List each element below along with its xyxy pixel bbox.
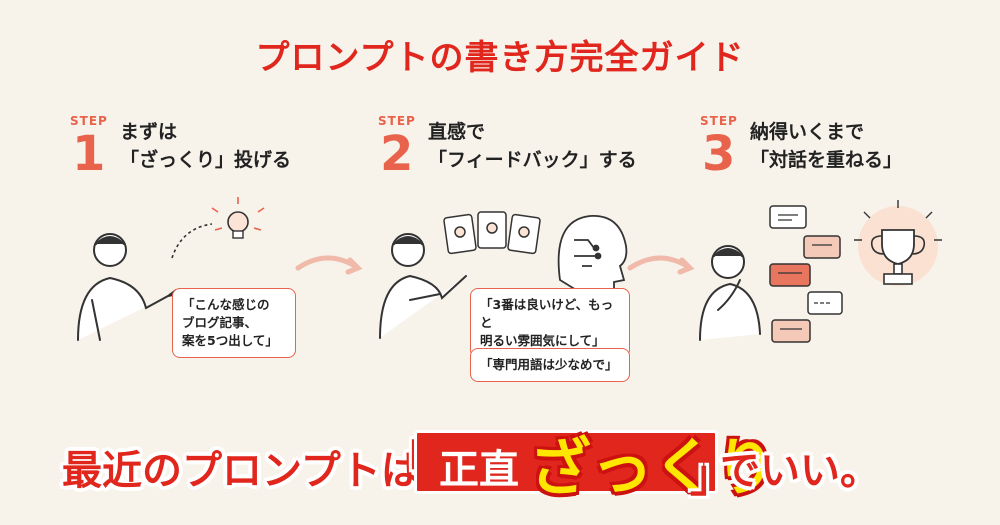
step-heading-line2: 「ざっくり」投げる [120, 149, 292, 171]
banner-highlight-box: 正直 ざっくり [414, 430, 777, 504]
person-illustration [77, 233, 179, 341]
bubble-line: 明るい雰囲気にして」 [480, 333, 605, 348]
step-number: 3 [702, 126, 736, 182]
step-heading-line2: 「フィードバック」する [428, 149, 637, 171]
brain-circuit-icon [557, 215, 628, 297]
step-number: 1 [72, 126, 106, 182]
bubble-line: 「3番は良いけど、もっと [480, 297, 614, 330]
chat-bubbles-icon [769, 205, 843, 343]
step-number: 2 [380, 126, 414, 182]
arrow-icon [627, 255, 695, 275]
step-heading: 納得いくまで 「対話を重ねる」 [750, 118, 902, 174]
step-label: STEP [70, 114, 108, 128]
lightbulb-icon [211, 197, 265, 239]
person-illustration [699, 245, 761, 341]
banner-highlight-text: ざっくり [529, 431, 778, 504]
speech-bubble: 「3番は良いけど、もっと 明るい雰囲気にして」 [470, 288, 630, 358]
person-illustration [379, 233, 467, 339]
trophy-icon [854, 200, 942, 286]
headline-banner: 最近のプロンプトは 「 正直 ざっくり 」 でいい。 [0, 420, 1000, 504]
bubble-line: 「こんな感じの [182, 297, 270, 312]
arrow-icon [171, 223, 213, 259]
step-heading: まずは 「ざっくり」投げる [120, 118, 291, 174]
step-label: STEP [378, 114, 416, 128]
speech-bubble: 「専門用語は少なめで」 [470, 348, 630, 382]
bubble-line: ブログ記事、 [182, 315, 258, 330]
arrow-icon [295, 255, 363, 275]
banner-text-left: 最近のプロンプトは [62, 448, 421, 494]
idea-cards-icon [443, 211, 541, 255]
banner-box-text: 正直 [439, 447, 519, 493]
page-title: プロンプトの書き方完全ガイド [255, 38, 745, 78]
banner-text-right: でいい。 [720, 448, 880, 494]
step-heading: 直感で 「フィードバック」する [428, 118, 637, 174]
bubble-line: 「専門用語は少なめで」 [480, 357, 618, 372]
step-heading-line1: まずは [120, 121, 178, 143]
step-heading-line2: 「対話を重ねる」 [750, 149, 903, 171]
speech-bubble: 「こんな感じの ブログ記事、 案を5つ出して」 [172, 288, 296, 358]
bubble-line: 案を5つ出して」 [182, 333, 278, 348]
step-label: STEP [700, 114, 738, 128]
illustrations [77, 197, 942, 343]
step-heading-line1: 納得いくまで [750, 121, 865, 143]
banner-bracket-close: 」 [690, 451, 734, 502]
step-heading-line1: 直感で [428, 121, 486, 143]
